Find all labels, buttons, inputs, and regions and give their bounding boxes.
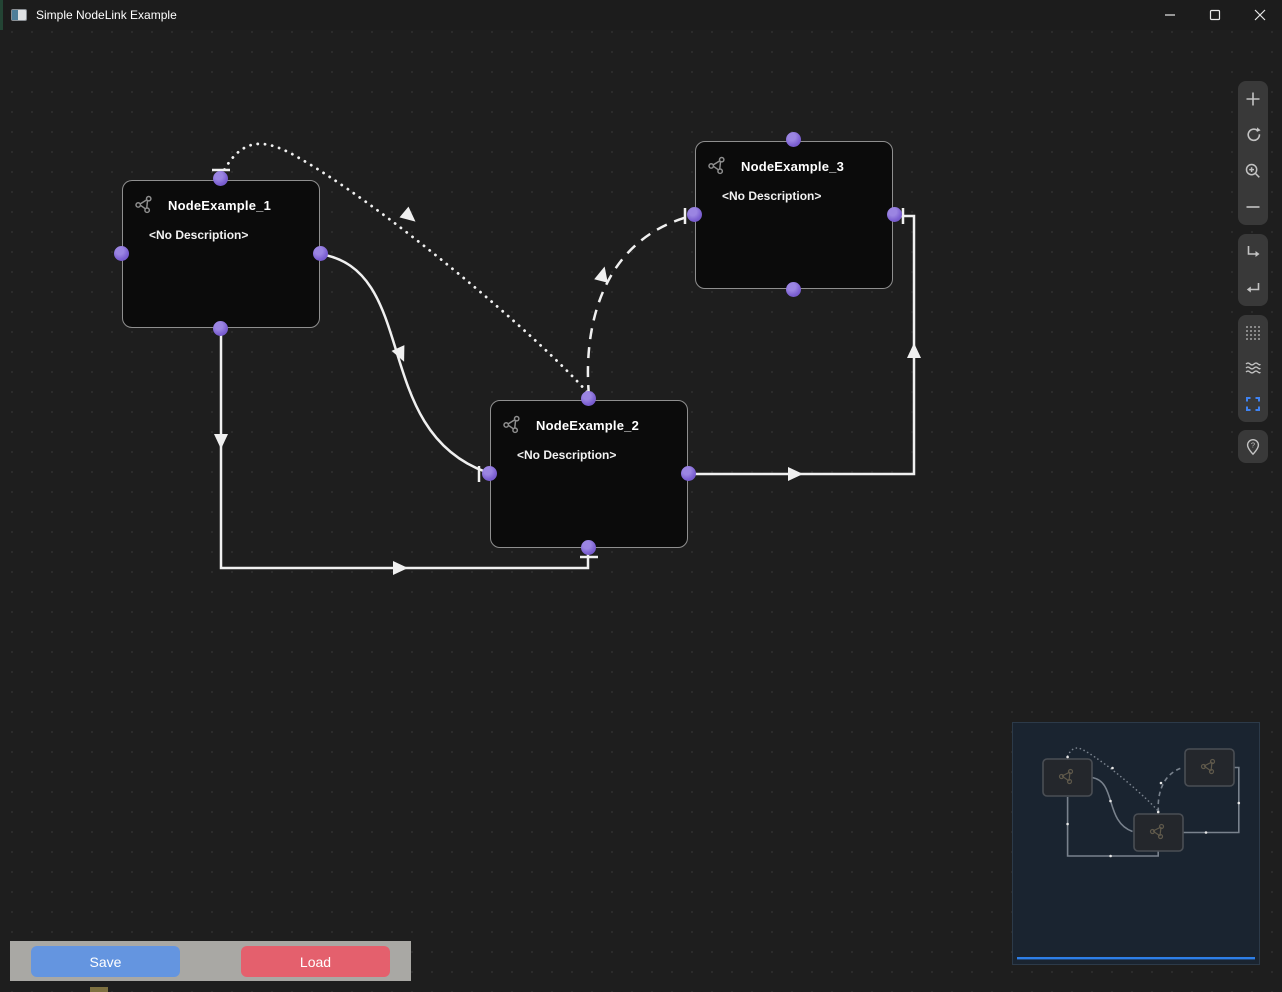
- close-button[interactable]: [1237, 0, 1282, 30]
- remove-button[interactable]: [1238, 190, 1268, 224]
- dot-grid-icon: [1244, 324, 1262, 342]
- titlebar[interactable]: Simple NodeLink Example: [0, 0, 1282, 30]
- link-solid-n1right-n2left[interactable]: [320, 254, 486, 472]
- connector-n1-bottom[interactable]: [213, 321, 228, 336]
- toolbar-group-zoom: [1238, 81, 1268, 225]
- dot-grid-button[interactable]: [1238, 316, 1268, 350]
- plus-icon: [1244, 90, 1262, 108]
- node-example-2[interactable]: NodeExample_2 <No Description>: [490, 400, 688, 548]
- fit-brackets-icon: [1244, 395, 1262, 413]
- link-dashed-n2top-n3left[interactable]: [588, 216, 691, 396]
- zoom-in-button[interactable]: [1238, 154, 1268, 188]
- maximize-icon: [1209, 9, 1221, 21]
- connector-n3-top[interactable]: [786, 132, 801, 147]
- connector-n3-left[interactable]: [687, 207, 702, 222]
- rotate-clockwise-icon: [1244, 126, 1262, 144]
- minimap-node-1: [1043, 759, 1092, 796]
- node-example-3[interactable]: NodeExample_3 <No Description>: [695, 141, 893, 289]
- node-description: <No Description>: [517, 448, 687, 462]
- clipped-bottom-element: [90, 987, 108, 992]
- waves-icon: [1244, 359, 1262, 377]
- node-description: <No Description>: [149, 228, 319, 242]
- share-nodes-icon: [502, 415, 523, 436]
- minimap-content: [1013, 723, 1259, 964]
- minimap-node-3: [1185, 749, 1234, 786]
- node-title: NodeExample_2: [536, 418, 639, 433]
- connector-n2-top[interactable]: [581, 391, 596, 406]
- pin-question-icon: ?: [1244, 438, 1262, 456]
- node-title: NodeExample_1: [168, 198, 271, 213]
- add-button[interactable]: [1238, 82, 1268, 116]
- connector-n3-right[interactable]: [887, 207, 902, 222]
- minus-icon: [1244, 198, 1262, 216]
- action-bar: Save Load: [10, 941, 411, 981]
- minimap[interactable]: [1012, 722, 1260, 965]
- minimap-viewport-line: [1017, 957, 1255, 959]
- waves-button[interactable]: [1238, 351, 1268, 385]
- node-description: <No Description>: [722, 189, 892, 203]
- minimize-button[interactable]: [1147, 0, 1192, 30]
- load-button[interactable]: Load: [241, 946, 390, 977]
- connector-n1-right[interactable]: [313, 246, 328, 261]
- toolbar-group-help: ?: [1238, 430, 1268, 463]
- zoom-in-icon: [1244, 162, 1262, 180]
- toolbar-group-view: [1238, 315, 1268, 422]
- pin-help-button[interactable]: ?: [1238, 430, 1268, 463]
- window-edge-accent: [0, 0, 3, 30]
- connector-n1-top[interactable]: [213, 171, 228, 186]
- app-icon: [11, 7, 27, 23]
- fit-selection-button[interactable]: [1238, 387, 1268, 421]
- share-nodes-icon: [707, 156, 728, 177]
- window-title: Simple NodeLink Example: [36, 8, 177, 22]
- connector-n2-left[interactable]: [482, 466, 497, 481]
- node-example-1[interactable]: NodeExample_1 <No Description>: [122, 180, 320, 328]
- minimize-icon: [1164, 9, 1176, 21]
- save-button[interactable]: Save: [31, 946, 180, 977]
- arrow-turn-right-icon: [1244, 243, 1262, 261]
- route-return-button[interactable]: [1238, 271, 1268, 305]
- minimap-node-2: [1134, 814, 1183, 851]
- node-title: NodeExample_3: [741, 159, 844, 174]
- connector-n1-left[interactable]: [114, 246, 129, 261]
- svg-text:?: ?: [1251, 440, 1255, 449]
- share-nodes-icon: [134, 195, 155, 216]
- connector-n2-bottom[interactable]: [581, 540, 596, 555]
- return-arrow-icon: [1244, 279, 1262, 297]
- toolbar-group-routing: [1238, 234, 1268, 306]
- rotate-button[interactable]: [1238, 118, 1268, 152]
- close-icon: [1254, 9, 1266, 21]
- connector-n2-right[interactable]: [681, 466, 696, 481]
- route-turn-button[interactable]: [1238, 235, 1268, 269]
- connector-n3-bottom[interactable]: [786, 282, 801, 297]
- maximize-button[interactable]: [1192, 0, 1237, 30]
